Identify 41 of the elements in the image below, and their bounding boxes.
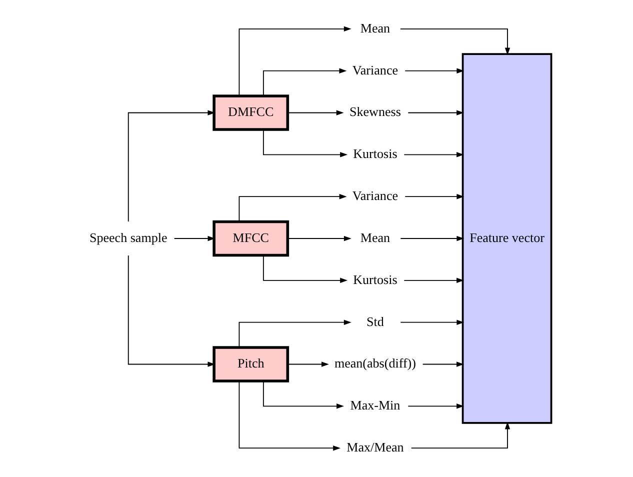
node-text: Variance	[352, 62, 398, 78]
arrow	[410, 422, 510, 449]
node-box: DMFCC	[212, 94, 289, 131]
arrow	[238, 26, 351, 96]
node-text: Max/Mean	[346, 440, 404, 455]
arrow	[422, 362, 464, 367]
arrow	[407, 110, 464, 116]
node-box: Pitch	[212, 346, 289, 382]
arrow	[262, 254, 348, 284]
arrow	[127, 255, 215, 367]
node-text: Kurtosis	[352, 272, 397, 287]
node-text: Kurtosis	[352, 146, 397, 162]
arrow	[404, 194, 464, 200]
node-text: Std	[366, 314, 384, 329]
node-text: Mean	[360, 20, 390, 36]
node-box: Feature vector	[461, 53, 552, 424]
arrow	[238, 194, 346, 222]
node-text: Max-Min	[350, 398, 400, 413]
arrow	[403, 278, 464, 284]
arrow	[262, 380, 344, 409]
arrow	[173, 236, 215, 242]
arrow	[127, 110, 215, 222]
arrow	[286, 236, 351, 242]
arrow	[286, 362, 328, 367]
arrow	[404, 68, 464, 74]
arrow	[403, 152, 464, 158]
node-box: MFCC	[212, 220, 289, 257]
node-text: Mean	[360, 230, 390, 245]
arrow	[400, 236, 464, 242]
arrow	[286, 110, 344, 116]
arrow	[238, 380, 340, 451]
node-text: Speech sample	[88, 230, 167, 245]
arrow	[262, 129, 348, 158]
arrow	[400, 320, 464, 325]
node-text: mean(abs(diff))	[334, 356, 416, 371]
arrow	[238, 320, 351, 348]
node-text: Skewness	[349, 104, 400, 120]
arrow	[399, 28, 510, 56]
node-text: Variance	[352, 188, 398, 204]
arrow	[407, 404, 464, 409]
arrow	[262, 68, 346, 96]
